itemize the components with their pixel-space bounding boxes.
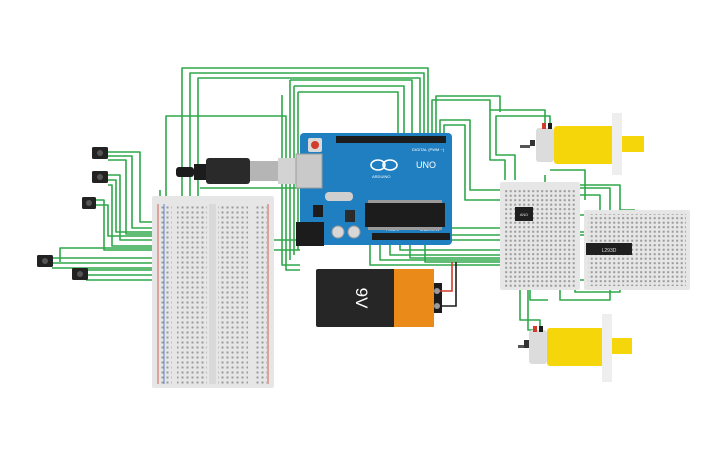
ir-sensor-2 bbox=[92, 171, 108, 183]
battery-black-wire bbox=[440, 262, 457, 307]
ir-sensor-3 bbox=[82, 197, 96, 209]
motor-top bbox=[520, 113, 644, 175]
motor-bottom bbox=[518, 314, 632, 382]
wires bbox=[52, 67, 641, 335]
breadboard-left bbox=[152, 196, 274, 388]
arduino-logo: UNO ARDUINO bbox=[370, 159, 436, 179]
l293d-label: L293D bbox=[602, 248, 617, 254]
ir-sensor-5 bbox=[72, 268, 88, 280]
battery-label: 9V bbox=[352, 288, 371, 309]
arduino-uno: DIGITAL (PWM ~) POWER ANALOG IN UNO ARDU… bbox=[295, 133, 452, 246]
small-chip-label: AND bbox=[520, 212, 529, 217]
ir-sensor-4 bbox=[37, 255, 53, 267]
digital-header-label: DIGITAL (PWM ~) bbox=[412, 147, 445, 152]
l293d-chip: L293D bbox=[586, 243, 632, 255]
arduino-brand-label: ARDUINO bbox=[372, 174, 390, 179]
battery-red-wire bbox=[440, 262, 453, 292]
usb-cable bbox=[176, 158, 302, 184]
breadboard-small bbox=[500, 182, 580, 290]
small-chip: AND bbox=[515, 207, 533, 221]
ir-sensor-1 bbox=[92, 147, 108, 159]
arduino-model-label: UNO bbox=[416, 160, 436, 170]
battery-9v: 9V bbox=[316, 262, 457, 327]
